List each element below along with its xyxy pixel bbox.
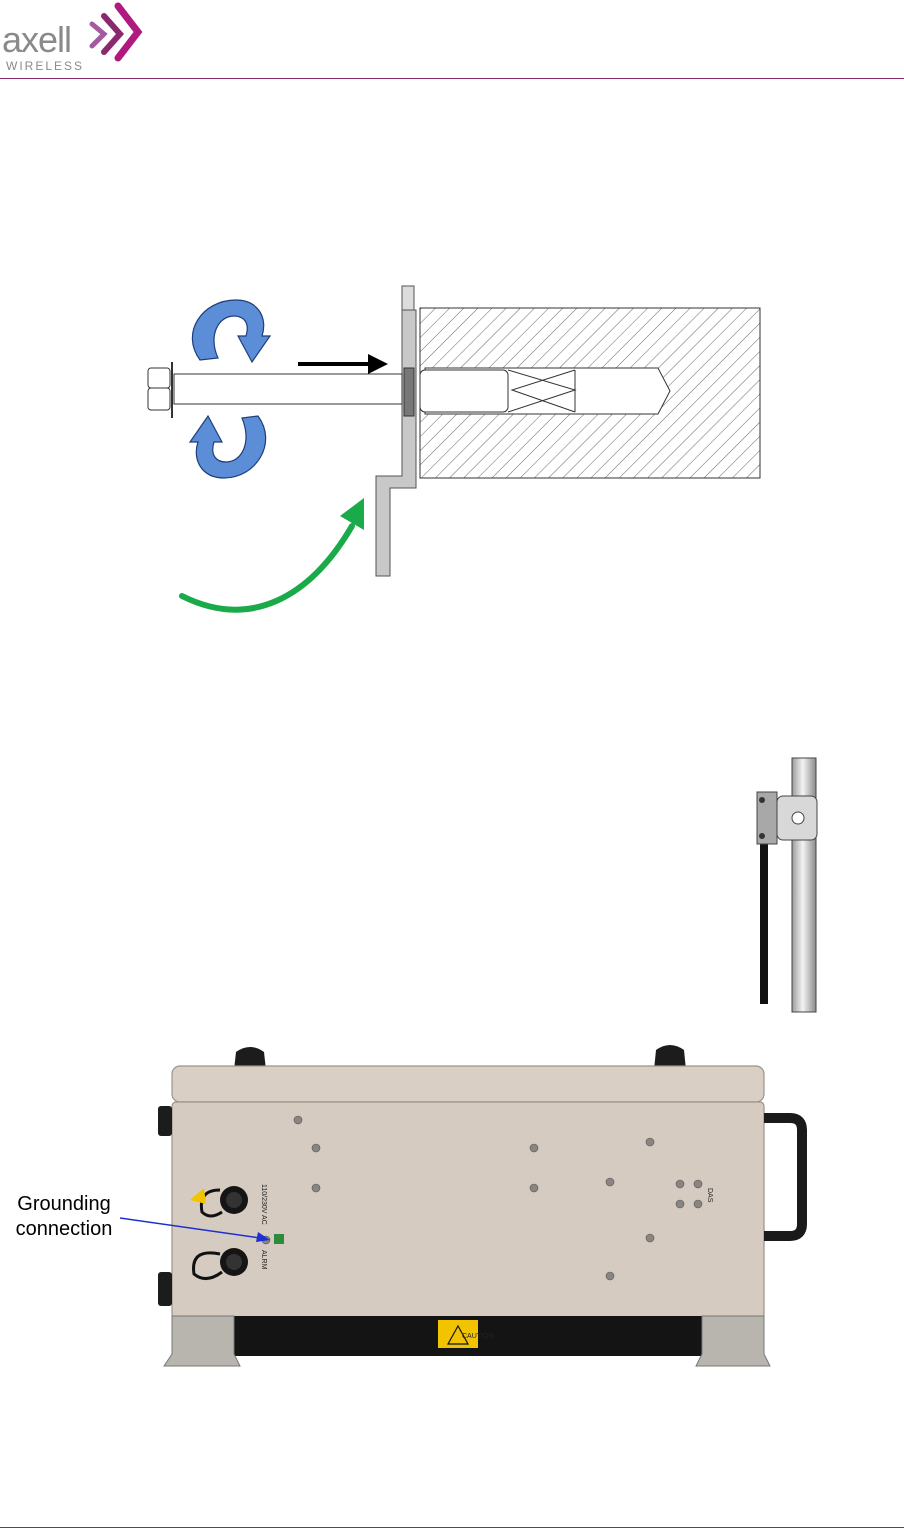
bracket-bar	[760, 832, 768, 1004]
footer-rule	[0, 1527, 904, 1528]
logo-wordmark: axell	[2, 22, 71, 58]
curved-arrow-icon	[182, 498, 364, 610]
bolt-head	[148, 362, 172, 418]
anchor-sleeve	[420, 368, 670, 414]
washer	[404, 368, 414, 416]
rotate-arrow-top-icon	[192, 300, 270, 362]
das-port-label: DAS	[706, 1188, 713, 1203]
bolt-shaft	[174, 374, 402, 404]
callout-line-1: Grounding	[4, 1192, 124, 1217]
clamp	[757, 792, 817, 844]
callout-arrow-icon	[118, 1206, 278, 1246]
enclosure-lid	[172, 1066, 764, 1102]
handle	[764, 1118, 802, 1236]
logo-chevron-icon	[86, 2, 146, 62]
callout-line-2: connection	[4, 1217, 124, 1242]
rotate-arrow-bottom-icon	[190, 416, 266, 478]
push-arrow-icon	[298, 354, 388, 374]
grounding-callout: Grounding connection	[4, 1192, 124, 1242]
alarm-port-label: ALRM	[260, 1250, 267, 1270]
page-header: axell WIRELESS	[0, 0, 904, 80]
anchor-bolt-diagram	[140, 278, 780, 623]
warning-label-text: CAUTION	[462, 1333, 494, 1340]
foot-right	[696, 1316, 770, 1366]
header-rule	[0, 78, 904, 79]
logo-subtitle: WIRELESS	[6, 60, 84, 72]
pole-clamp-figure	[752, 756, 822, 1014]
mounting-bracket	[376, 286, 416, 576]
foot-left	[164, 1316, 240, 1366]
